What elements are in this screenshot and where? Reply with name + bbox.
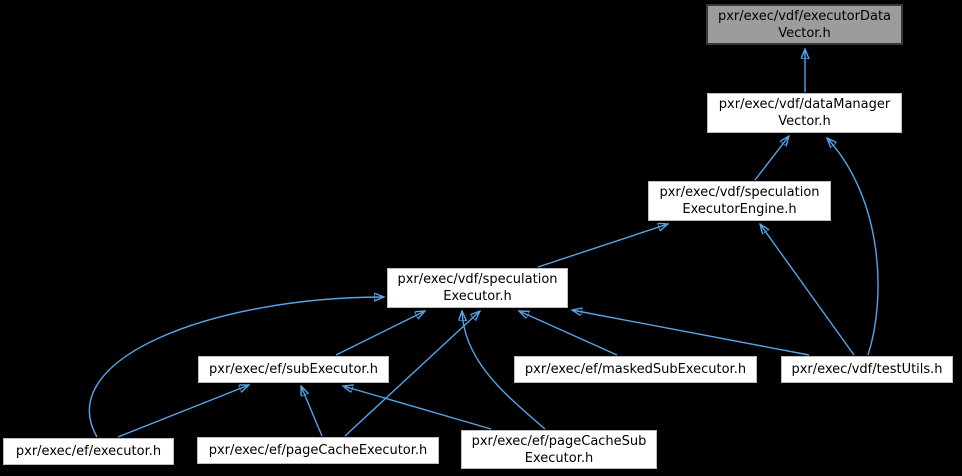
edge-pageCacheExecutor-to-subExecutor	[301, 386, 323, 437]
edge-subExecutor-to-speculationExecutor	[335, 311, 425, 356]
edge-speculationExecutorEngine-to-dataManagerVector	[754, 136, 789, 181]
node-executor[interactable]: pxr/exec/ef/executor.h	[3, 438, 174, 465]
node-executorDataVector-label: pxr/exec/vdf/executorData Vector.h	[717, 8, 892, 41]
edge-executor-to-subExecutor	[117, 385, 249, 438]
edge-executor-to-speculationExecutor	[88, 297, 384, 438]
edge-pageCacheExecutor-to-speculationExecutor	[344, 311, 480, 437]
node-testUtils[interactable]: pxr/exec/vdf/testUtils.h	[781, 356, 953, 383]
edge-pageCacheSubExecutor-to-subExecutor	[343, 386, 492, 430]
edge-testUtils-to-speculationExecutorEngine	[760, 224, 855, 356]
node-speculationExecutor-label: pxr/exec/vdf/speculation Executor.h	[397, 272, 558, 304]
node-speculationExecutor[interactable]: pxr/exec/vdf/speculation Executor.h	[387, 268, 568, 308]
edge-pageCacheSubExecutor-to-speculationExecutor	[462, 311, 546, 430]
edge-speculationExecutor-to-speculationExecutorEngine	[537, 224, 668, 268]
node-pageCacheExecutor[interactable]: pxr/exec/ef/pageCacheExecutor.h	[197, 437, 439, 464]
edge-testUtils-to-dataManagerVector	[827, 138, 879, 356]
node-pageCacheSubExecutor[interactable]: pxr/exec/ef/pageCacheSub Executor.h	[461, 430, 657, 469]
node-pageCacheExecutor-label: pxr/exec/ef/pageCacheExecutor.h	[208, 443, 428, 458]
node-maskedSubExecutor[interactable]: pxr/exec/ef/maskedSubExecutor.h	[514, 356, 757, 383]
node-dataManagerVector[interactable]: pxr/exec/vdf/dataManager Vector.h	[707, 93, 902, 133]
edge-maskedSubExecutor-to-speculationExecutor	[519, 311, 618, 356]
node-dataManagerVector-label: pxr/exec/vdf/dataManager Vector.h	[718, 97, 891, 129]
node-speculationExecutorEngine-label: pxr/exec/vdf/speculation ExecutorEngine.…	[659, 185, 820, 217]
node-subExecutor-label: pxr/exec/ef/subExecutor.h	[209, 362, 378, 377]
node-executor-label: pxr/exec/ef/executor.h	[15, 444, 162, 459]
node-speculationExecutorEngine[interactable]: pxr/exec/vdf/speculation ExecutorEngine.…	[648, 181, 831, 221]
edge-testUtils-to-speculationExecutor	[572, 310, 810, 356]
node-maskedSubExecutor-label: pxr/exec/ef/maskedSubExecutor.h	[524, 362, 747, 377]
node-pageCacheSubExecutor-label: pxr/exec/ef/pageCacheSub Executor.h	[471, 433, 647, 466]
node-testUtils-label: pxr/exec/vdf/testUtils.h	[791, 362, 943, 377]
node-executorDataVector: pxr/exec/vdf/executorData Vector.h	[706, 4, 903, 45]
node-subExecutor[interactable]: pxr/exec/ef/subExecutor.h	[198, 356, 389, 383]
